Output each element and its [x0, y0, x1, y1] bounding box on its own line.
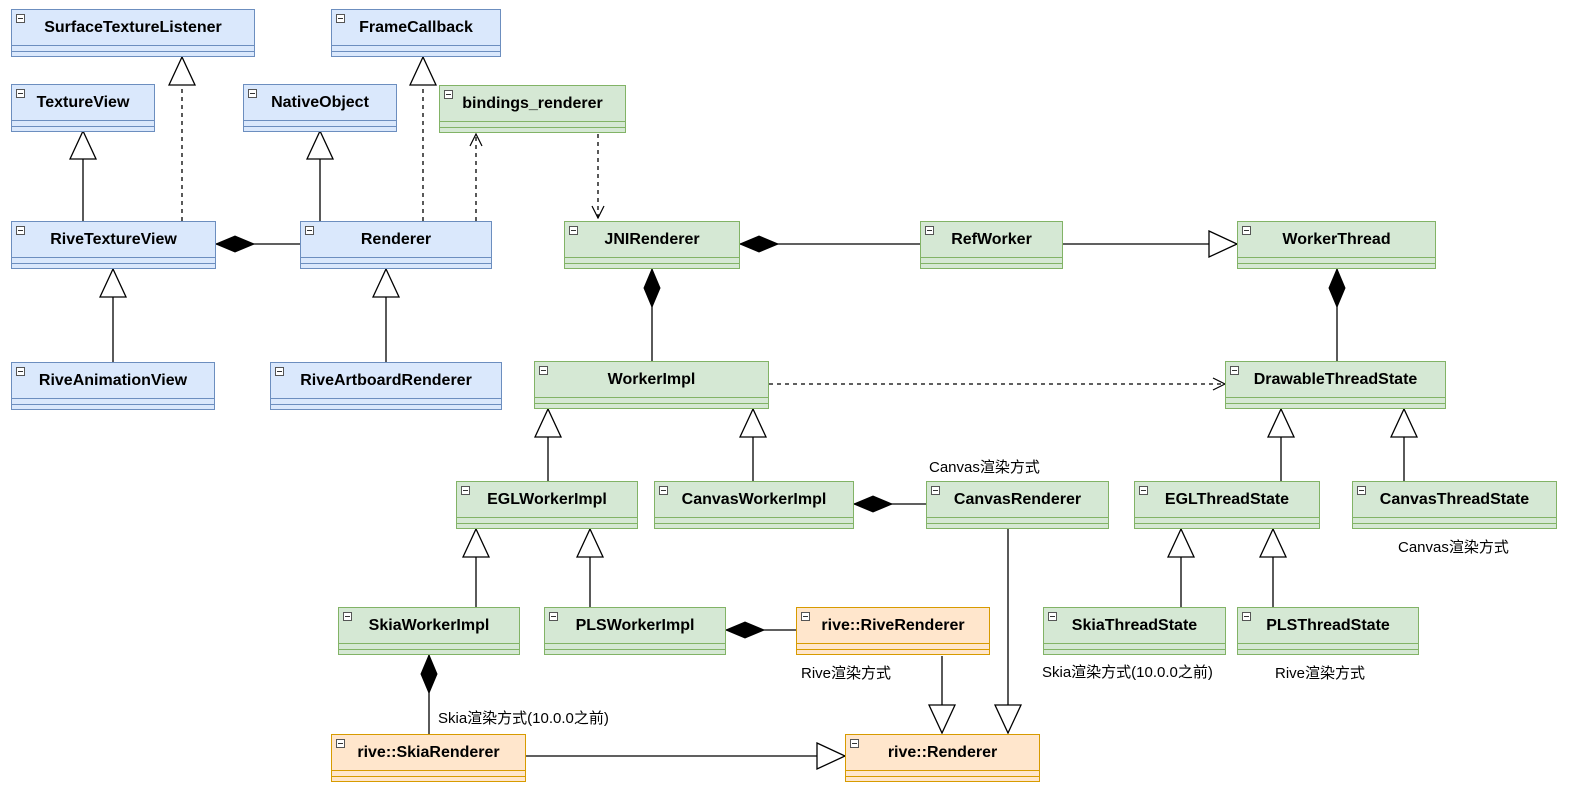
collapse-icon[interactable]	[569, 226, 578, 235]
class-drawable-thread-state[interactable]: DrawableThreadState	[1225, 361, 1446, 409]
class-name: NativeObject	[271, 93, 369, 111]
class-surface-texture-listener[interactable]: SurfaceTextureListener	[11, 9, 255, 57]
class-texture-view[interactable]: TextureView	[11, 84, 155, 132]
collapse-icon[interactable]	[1048, 612, 1057, 621]
class-name: SurfaceTextureListener	[44, 18, 222, 36]
collapse-icon[interactable]	[336, 14, 345, 23]
class-name: JNIRenderer	[604, 230, 700, 248]
collapse-icon[interactable]	[1242, 226, 1251, 235]
class-canvas-renderer[interactable]: CanvasRenderer	[926, 481, 1109, 529]
note-skia-renderer: Skia渲染方式(10.0.0之前)	[438, 710, 609, 727]
class-rive-skia-renderer[interactable]: rive::SkiaRenderer	[331, 734, 526, 782]
class-pls-worker-impl[interactable]: PLSWorkerImpl	[544, 607, 726, 655]
collapse-icon[interactable]	[305, 226, 314, 235]
class-name: CanvasRenderer	[953, 490, 1082, 508]
class-name: rive::SkiaRenderer	[357, 743, 500, 761]
note-rive-renderer: Rive渲染方式	[801, 665, 892, 682]
collapse-icon[interactable]	[16, 89, 25, 98]
class-bindings-renderer[interactable]: bindings_renderer	[439, 85, 626, 133]
collapse-icon[interactable]	[444, 90, 453, 99]
class-name: TextureView	[36, 93, 130, 111]
class-egl-thread-state[interactable]: EGLThreadState	[1134, 481, 1320, 529]
collapse-icon[interactable]	[16, 226, 25, 235]
class-renderer[interactable]: Renderer	[300, 221, 492, 269]
class-name: RefWorker	[951, 230, 1032, 248]
class-skia-thread-state[interactable]: SkiaThreadState	[1043, 607, 1226, 655]
class-name: CanvasThreadState	[1379, 490, 1530, 508]
class-worker-impl[interactable]: WorkerImpl	[534, 361, 769, 409]
class-name: Renderer	[360, 230, 432, 248]
collapse-icon[interactable]	[539, 366, 548, 375]
class-name: SkiaWorkerImpl	[368, 616, 490, 634]
collapse-icon[interactable]	[850, 739, 859, 748]
class-skia-worker-impl[interactable]: SkiaWorkerImpl	[338, 607, 520, 655]
class-name: SkiaThreadState	[1071, 616, 1198, 634]
collapse-icon[interactable]	[801, 612, 810, 621]
class-name: RiveArtboardRenderer	[300, 371, 472, 389]
class-rive-renderer[interactable]: rive::Renderer	[845, 734, 1040, 782]
class-ref-worker[interactable]: RefWorker	[920, 221, 1063, 269]
collapse-icon[interactable]	[1357, 486, 1366, 495]
class-name: rive::Renderer	[887, 743, 998, 761]
collapse-icon[interactable]	[275, 367, 284, 376]
collapse-icon[interactable]	[343, 612, 352, 621]
collapse-icon[interactable]	[659, 486, 668, 495]
class-name: bindings_renderer	[462, 94, 603, 112]
note-skia-thread-state: Skia渲染方式(10.0.0之前)	[1042, 664, 1213, 681]
collapse-icon[interactable]	[549, 612, 558, 621]
class-frame-callback[interactable]: FrameCallback	[331, 9, 501, 57]
class-rive-artboard-renderer[interactable]: RiveArtboardRenderer	[270, 362, 502, 410]
class-name: DrawableThreadState	[1253, 370, 1418, 388]
class-name: FrameCallback	[359, 18, 473, 36]
note-canvas-renderer: Canvas渲染方式	[929, 459, 1040, 476]
class-name: RiveAnimationView	[38, 371, 188, 389]
class-name: WorkerImpl	[607, 370, 696, 388]
class-canvas-thread-state[interactable]: CanvasThreadState	[1352, 481, 1557, 529]
collapse-icon[interactable]	[461, 486, 470, 495]
class-name: PLSThreadState	[1266, 616, 1390, 634]
class-name: RiveTextureView	[50, 230, 177, 248]
note-pls-thread-state: Rive渲染方式	[1275, 665, 1366, 682]
class-name: rive::RiveRenderer	[821, 616, 965, 634]
note-canvas-thread-state: Canvas渲染方式	[1398, 539, 1509, 556]
collapse-icon[interactable]	[1230, 366, 1239, 375]
class-name: WorkerThread	[1282, 230, 1391, 248]
collapse-icon[interactable]	[16, 367, 25, 376]
class-native-object[interactable]: NativeObject	[243, 84, 397, 132]
class-name: CanvasWorkerImpl	[681, 490, 827, 508]
class-name: EGLThreadState	[1164, 490, 1290, 508]
collapse-icon[interactable]	[336, 739, 345, 748]
collapse-icon[interactable]	[248, 89, 257, 98]
class-name: EGLWorkerImpl	[487, 490, 607, 508]
collapse-icon[interactable]	[931, 486, 940, 495]
class-egl-worker-impl[interactable]: EGLWorkerImpl	[456, 481, 638, 529]
class-jni-renderer[interactable]: JNIRenderer	[564, 221, 740, 269]
collapse-icon[interactable]	[1242, 612, 1251, 621]
class-rive-animation-view[interactable]: RiveAnimationView	[11, 362, 215, 410]
class-rive-texture-view[interactable]: RiveTextureView	[11, 221, 216, 269]
class-worker-thread[interactable]: WorkerThread	[1237, 221, 1436, 269]
collapse-icon[interactable]	[925, 226, 934, 235]
class-canvas-worker-impl[interactable]: CanvasWorkerImpl	[654, 481, 854, 529]
class-name: PLSWorkerImpl	[575, 616, 695, 634]
class-pls-thread-state[interactable]: PLSThreadState	[1237, 607, 1419, 655]
class-rive-rive-renderer[interactable]: rive::RiveRenderer	[796, 607, 990, 655]
collapse-icon[interactable]	[1139, 486, 1148, 495]
collapse-icon[interactable]	[16, 14, 25, 23]
